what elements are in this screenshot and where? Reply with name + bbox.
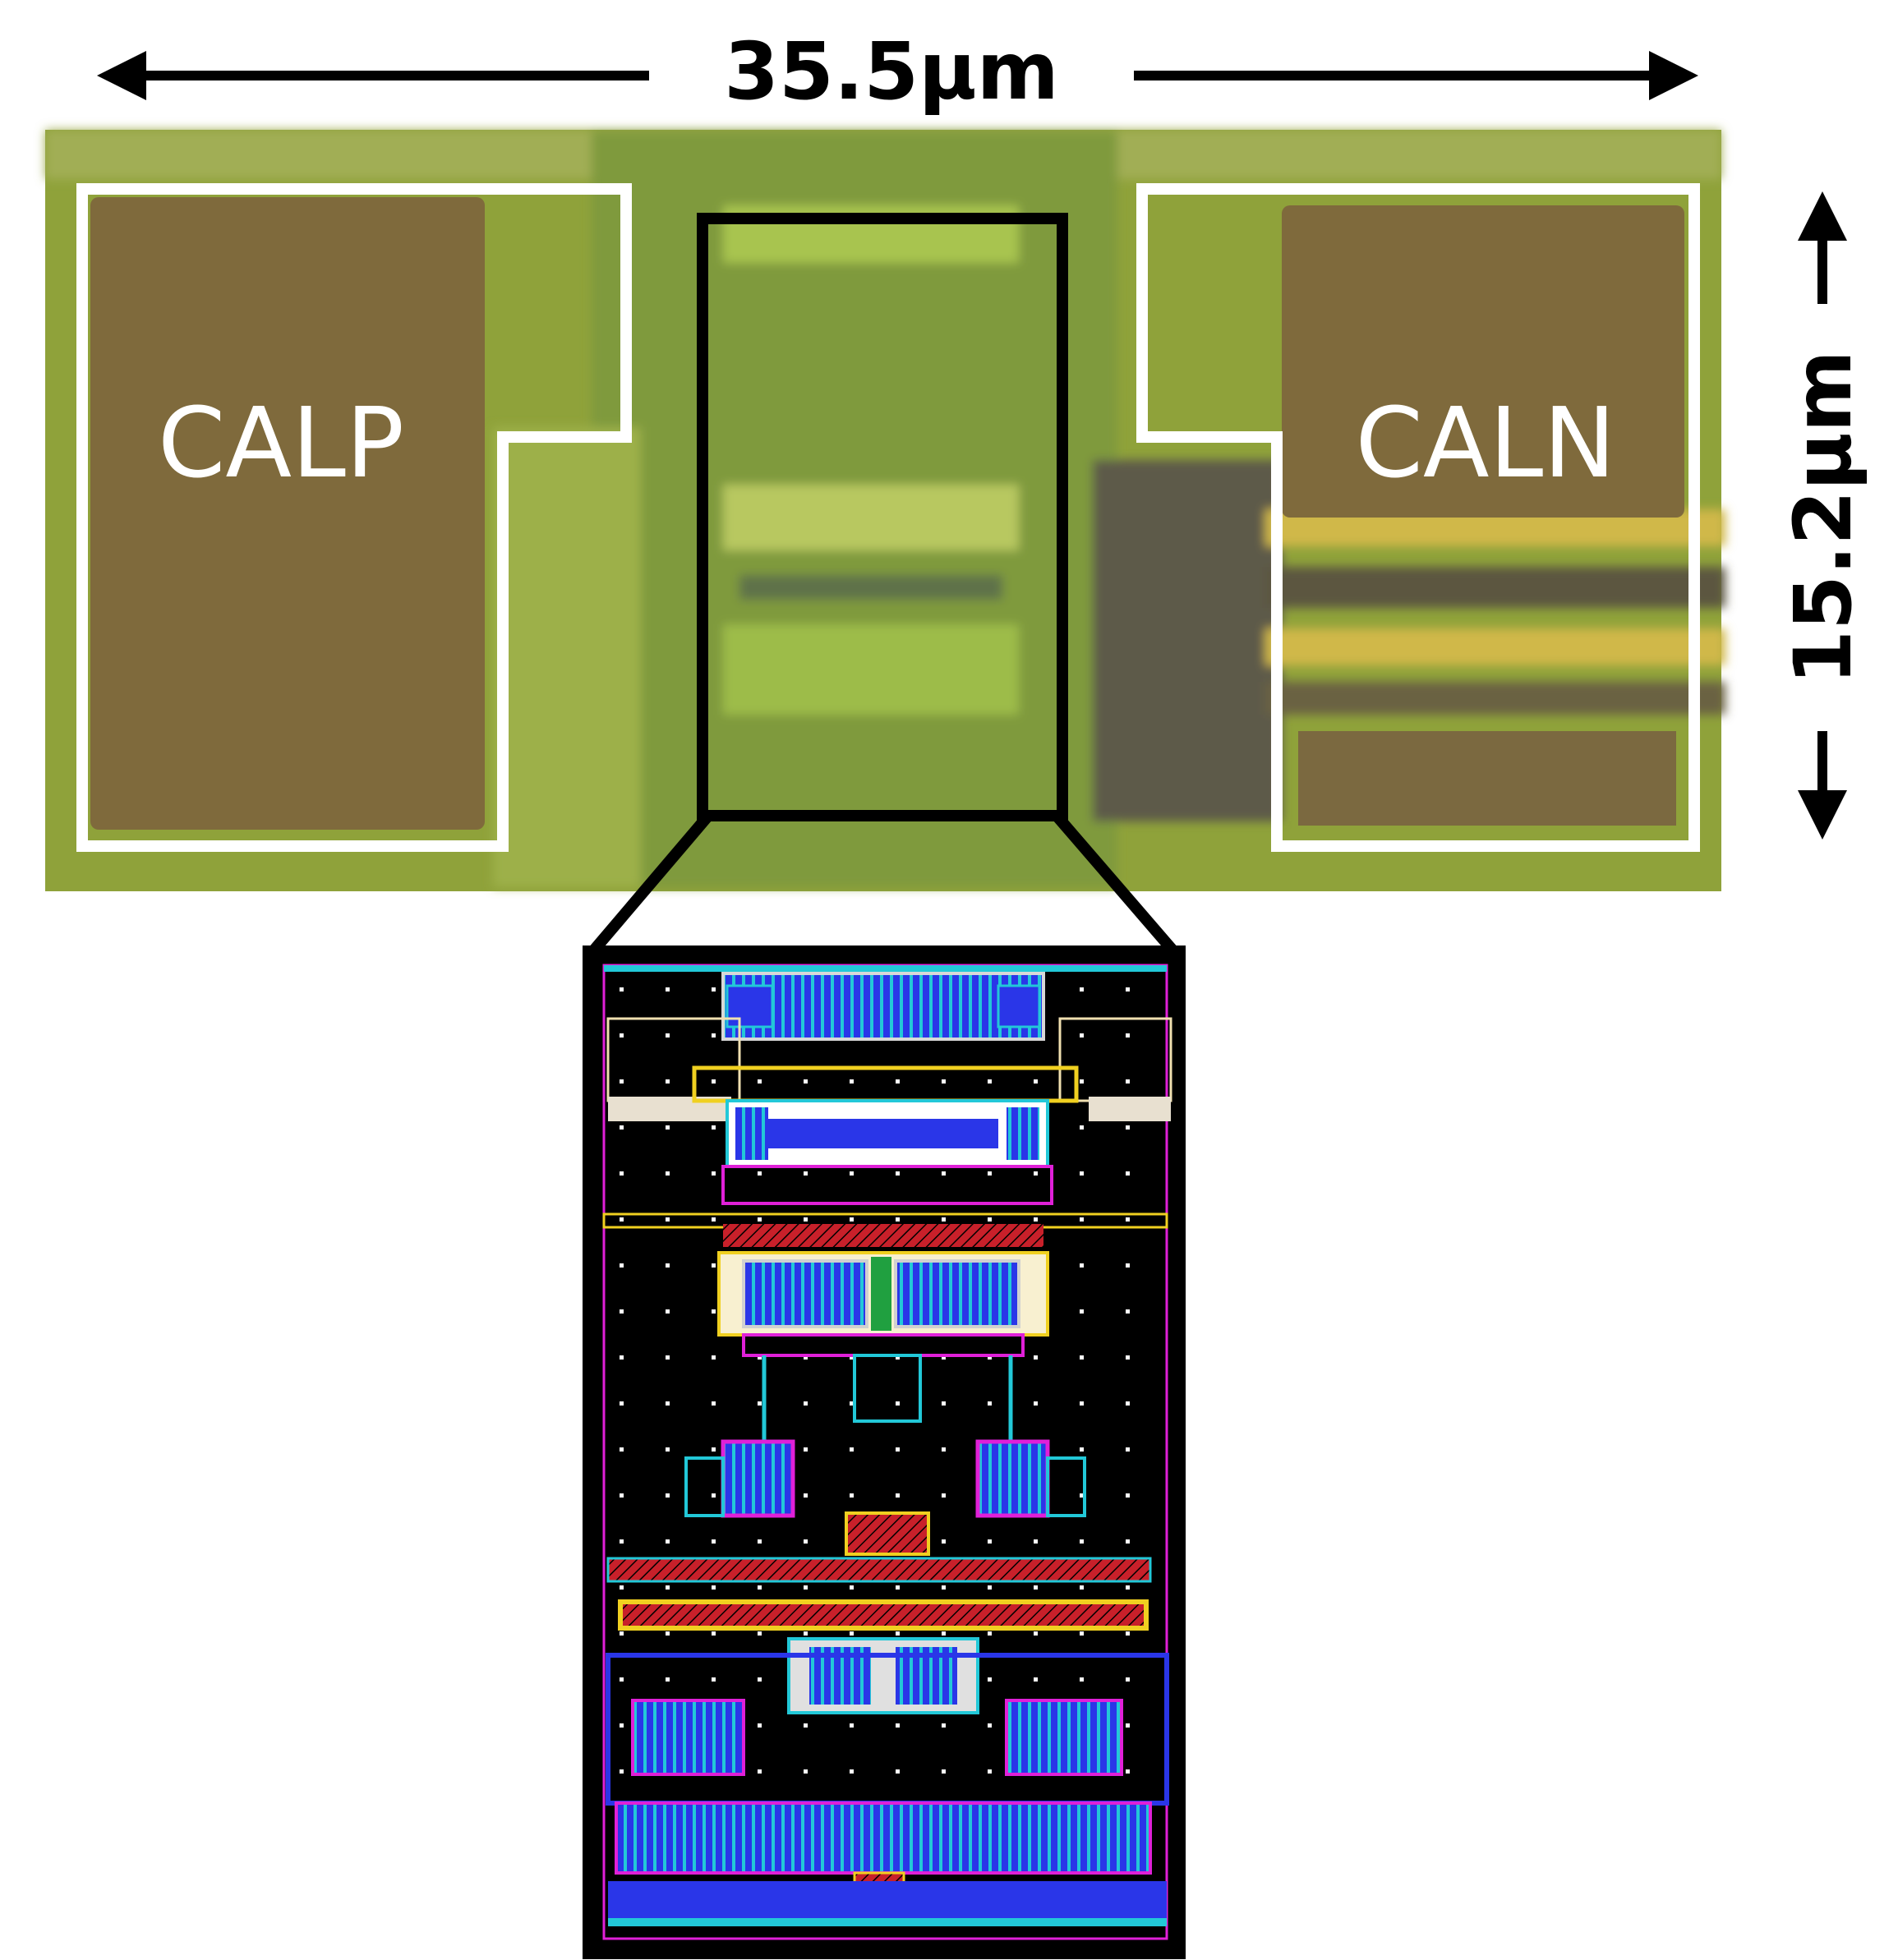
layout-right-transistor xyxy=(975,1439,1050,1518)
zoom-connector-right xyxy=(1052,812,1180,957)
layout-poly-row-3 xyxy=(618,1599,1149,1631)
zoom-connector-left xyxy=(587,812,713,957)
layout-left-transistor xyxy=(721,1439,795,1518)
height-dimension: 15.2µm xyxy=(1777,191,1869,840)
layout-inset-frame xyxy=(583,945,1186,1959)
width-dimension: 35.5µm xyxy=(97,25,1698,117)
die-micrograph: CALP CALN xyxy=(45,130,1725,891)
layout-bottom-array xyxy=(615,1801,1152,1875)
layout-poly-row-2 xyxy=(606,1557,1152,1583)
right-pad-outline xyxy=(1136,183,1700,852)
left-pad-label: CALP xyxy=(158,386,404,499)
layout-lower-right xyxy=(1005,1699,1123,1776)
layout-poly-row-1 xyxy=(723,1224,1043,1247)
layout-top-block xyxy=(721,972,1045,1041)
layout-lower-left xyxy=(631,1699,745,1776)
width-label: 35.5µm xyxy=(724,25,1059,117)
zoom-selection-box xyxy=(697,213,1068,821)
left-pad-outline xyxy=(76,183,632,852)
left-pad-metal xyxy=(90,197,485,830)
right-pad-metal xyxy=(1282,205,1684,518)
layout-inset xyxy=(583,945,1186,1959)
right-pad-label: CALN xyxy=(1355,386,1615,499)
height-label: 15.2µm xyxy=(1777,350,1869,685)
die-texture xyxy=(45,130,1725,887)
